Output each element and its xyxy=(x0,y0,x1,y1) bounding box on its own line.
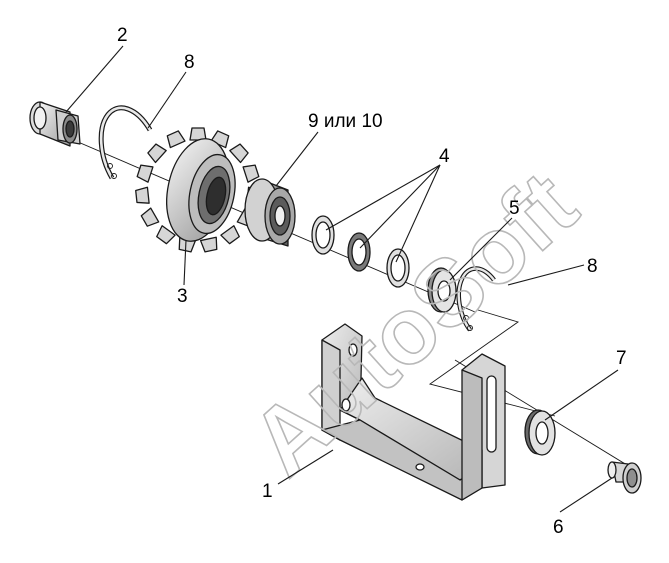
part-3-sprocket xyxy=(135,127,261,253)
callout-3: 3 xyxy=(177,286,188,307)
callout-5: 5 xyxy=(509,198,520,219)
callout-8-right: 8 xyxy=(587,256,598,277)
part-9-10-bearing xyxy=(244,178,296,247)
callout-4: 4 xyxy=(439,146,450,167)
part-7-flat-washer xyxy=(524,409,556,456)
callout-6: 6 xyxy=(553,517,564,538)
part-2-bushing xyxy=(29,101,81,147)
part-6-bolt xyxy=(607,461,642,494)
part-8-retaining-ring-right xyxy=(456,266,496,332)
part-8-retaining-ring-top xyxy=(98,105,153,180)
callout-1: 1 xyxy=(262,481,273,502)
part-5-washer xyxy=(427,267,457,313)
callout-8-top: 8 xyxy=(184,52,195,73)
callout-9-or-10: 9 или 10 xyxy=(308,111,383,132)
leader-lines xyxy=(65,45,619,513)
part-4-shims xyxy=(311,215,410,288)
callout-2: 2 xyxy=(117,25,128,46)
callout-7: 7 xyxy=(616,348,627,369)
part-1-bracket xyxy=(321,323,506,501)
